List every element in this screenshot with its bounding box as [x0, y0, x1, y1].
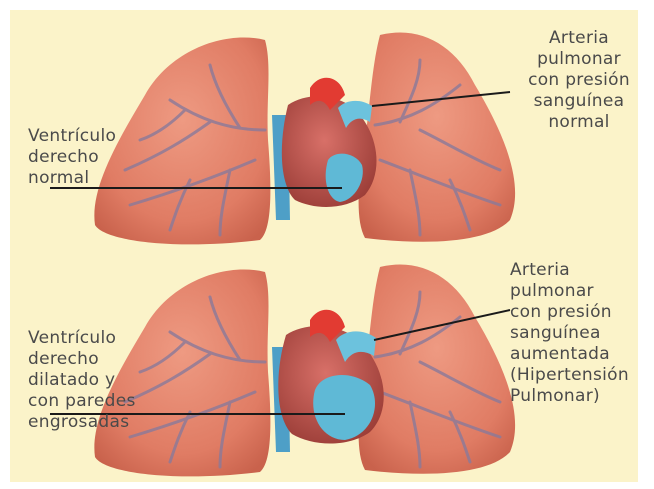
diagram-canvas: Arteria pulmonar con presión sanguínea n…: [10, 10, 638, 482]
label-normal-pulmonary-artery: Arteria pulmonar con presión sanguínea n…: [518, 28, 640, 133]
label-hypertension-pulmonary-artery: Arteria pulmonar con presión sanguínea a…: [510, 260, 650, 407]
label-dilated-right-ventricle: Ventrículo derecho dilatado y con parede…: [28, 328, 168, 433]
label-normal-right-ventricle: Ventrículo derecho normal: [28, 126, 148, 189]
